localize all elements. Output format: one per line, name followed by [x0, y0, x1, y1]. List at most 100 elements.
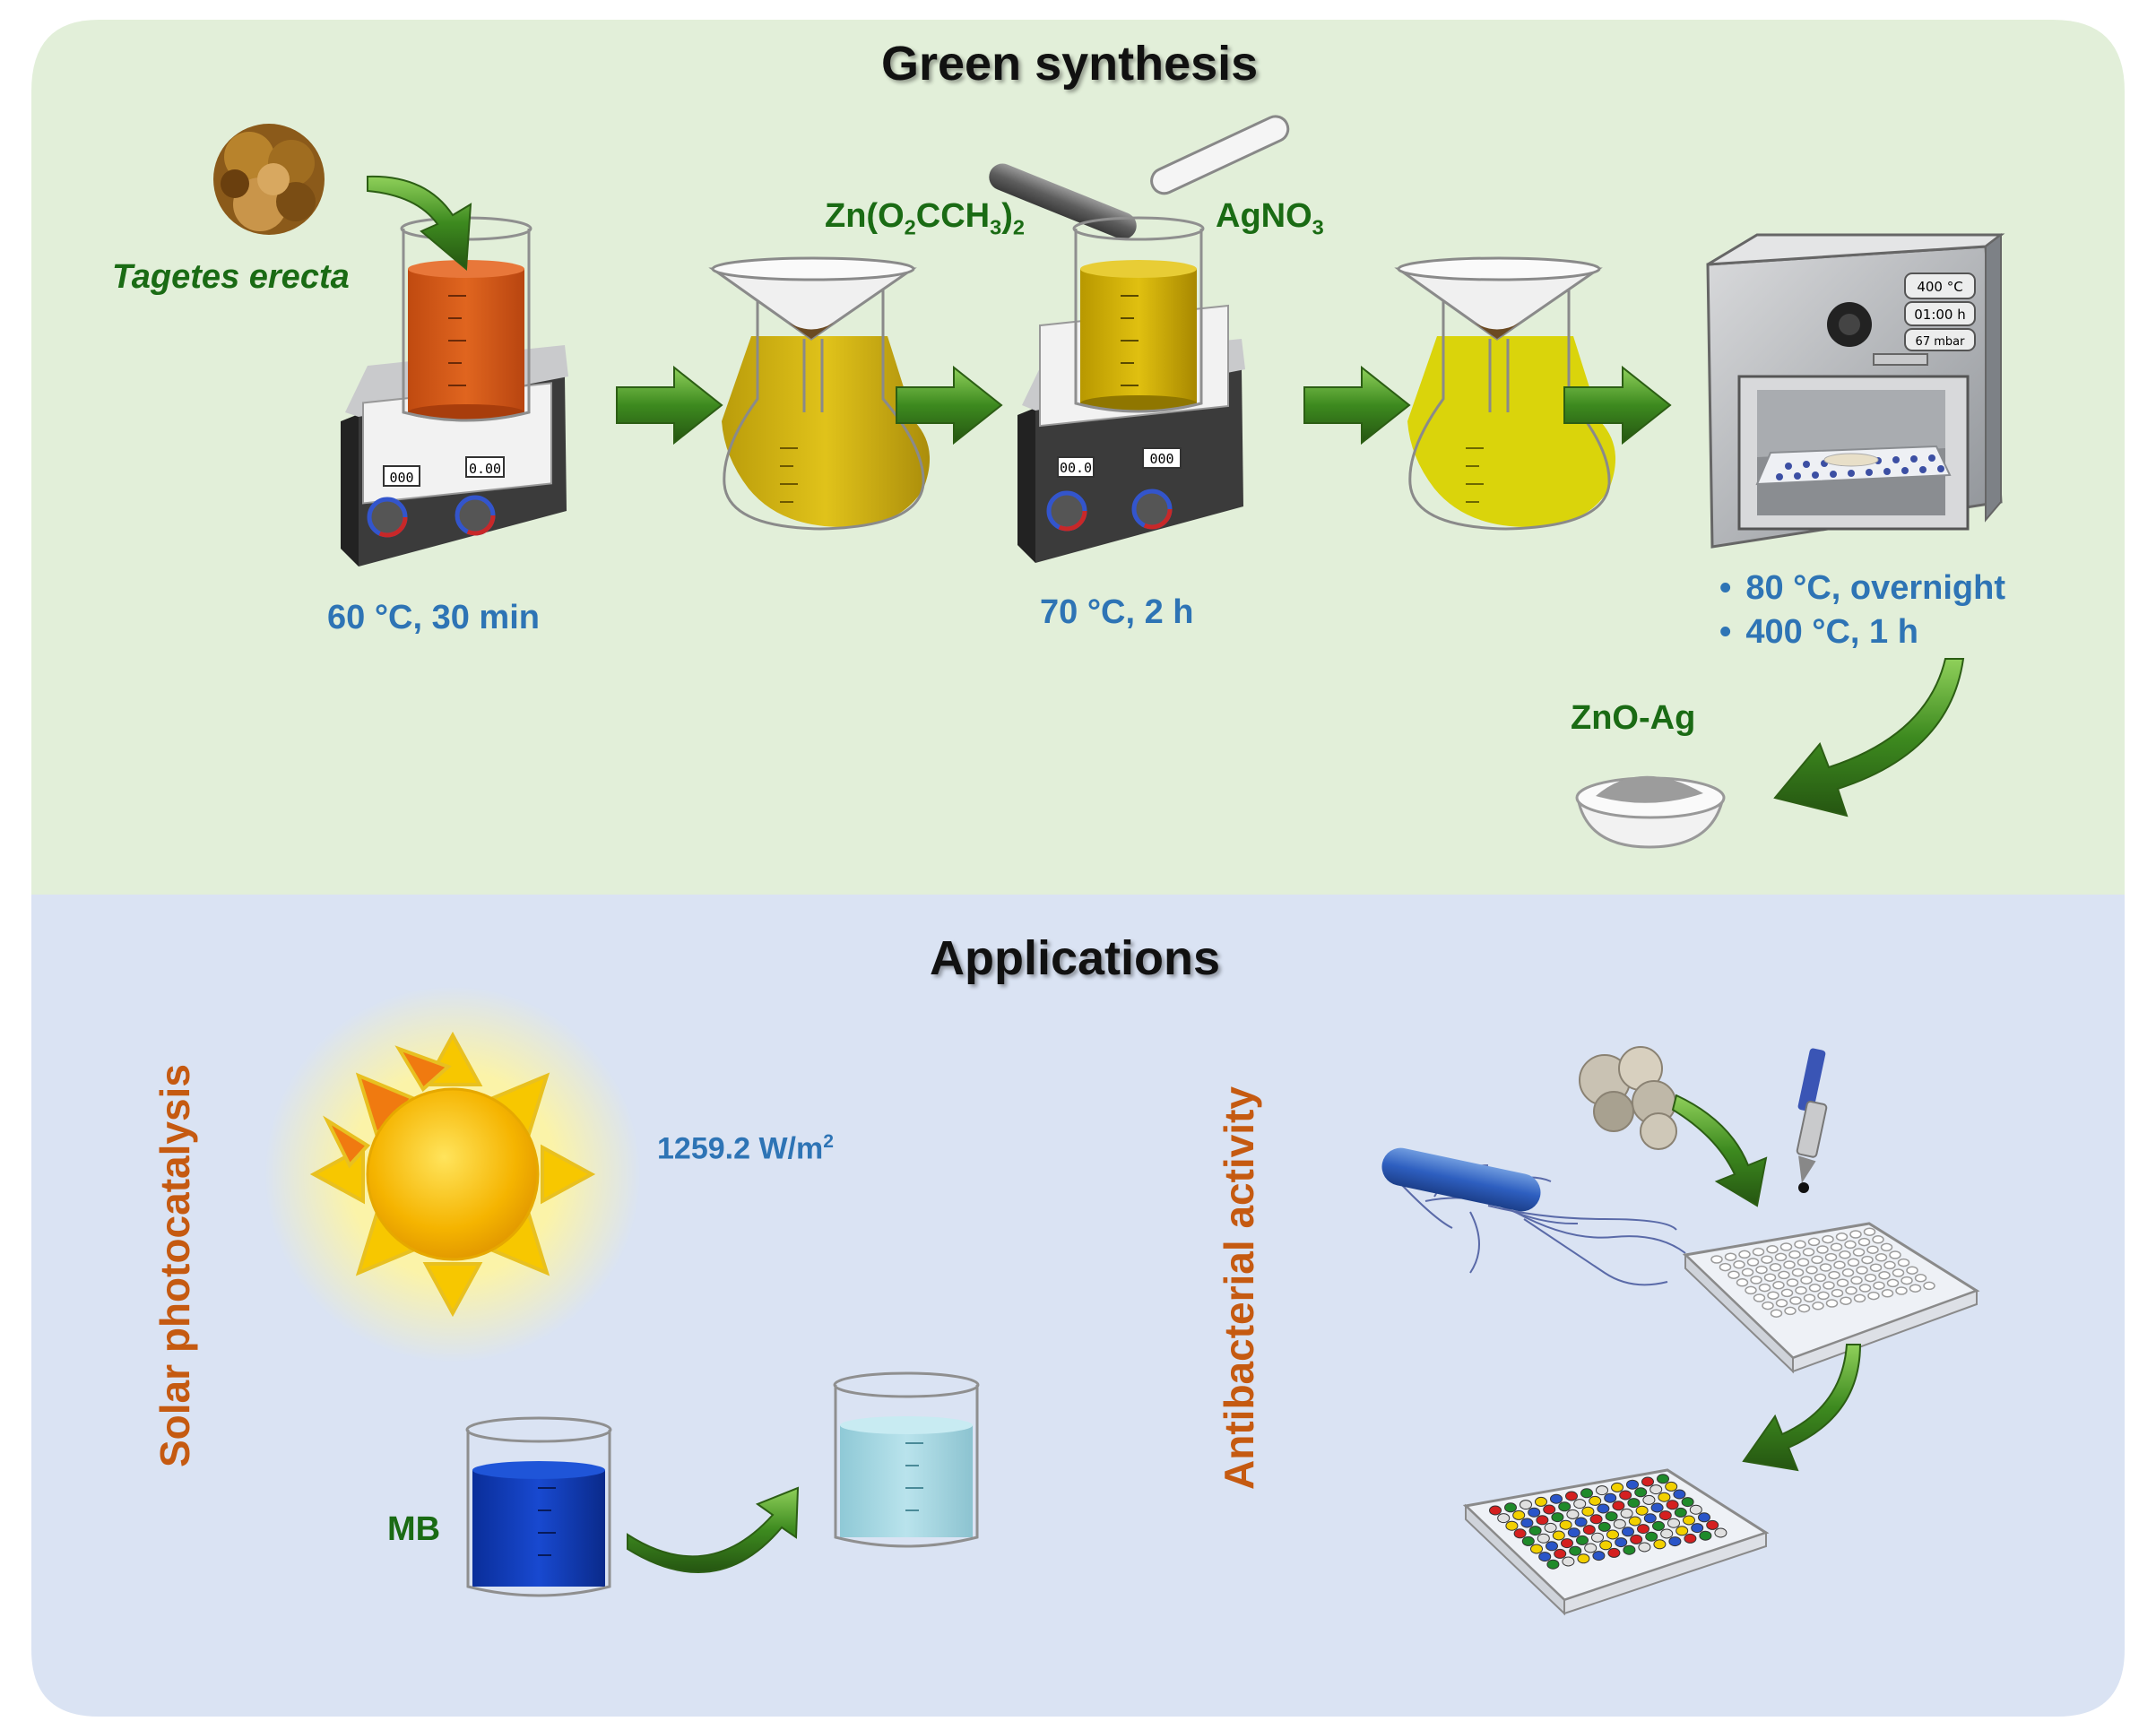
- well: [1883, 1260, 1896, 1270]
- well: [1497, 1513, 1511, 1524]
- well: [1808, 1284, 1822, 1293]
- well: [1805, 1266, 1818, 1275]
- well: [1914, 1274, 1927, 1283]
- well: [1544, 1522, 1557, 1533]
- well: [1835, 1233, 1849, 1241]
- well: [1567, 1527, 1580, 1538]
- well: [1520, 1518, 1534, 1528]
- well: [1622, 1527, 1634, 1537]
- well: [1889, 1250, 1901, 1259]
- well: [1628, 1516, 1641, 1527]
- well: [1753, 1293, 1766, 1302]
- beaker-degraded-dye: [833, 1371, 980, 1548]
- well: [1923, 1281, 1935, 1291]
- well: [1627, 1498, 1641, 1509]
- well: [1733, 1260, 1745, 1269]
- well: [1841, 1268, 1855, 1277]
- well: [1839, 1250, 1851, 1259]
- curved-arrow-degradation: [627, 1486, 800, 1573]
- well: [1607, 1547, 1621, 1558]
- well: [1489, 1505, 1502, 1516]
- well: [1535, 1496, 1547, 1507]
- well: [1551, 1512, 1564, 1523]
- well: [1873, 1281, 1885, 1290]
- well: [1643, 1513, 1657, 1524]
- well: [1589, 1495, 1602, 1506]
- well: [1901, 1276, 1913, 1285]
- well: [1623, 1544, 1636, 1555]
- well: [1794, 1240, 1806, 1249]
- well: [1604, 1492, 1617, 1503]
- well: [1714, 1527, 1727, 1538]
- well: [1869, 1263, 1883, 1272]
- well: [1766, 1245, 1779, 1254]
- well: [1878, 1271, 1891, 1280]
- well: [1612, 1501, 1625, 1511]
- arrow-2: [896, 365, 1003, 445]
- stirrer2-display-left: 00.0: [1060, 460, 1092, 476]
- photocatalysis-label: Solar photocatalysis: [152, 1064, 198, 1467]
- well: [1817, 1291, 1830, 1301]
- well: [1577, 1553, 1590, 1564]
- well: [1909, 1284, 1922, 1293]
- well: [1505, 1520, 1519, 1531]
- plant-label: Tagetes erecta: [112, 258, 350, 296]
- arrow-4: [1563, 365, 1672, 445]
- well: [1592, 1551, 1606, 1561]
- well: [1562, 1556, 1575, 1567]
- well: [1658, 1510, 1672, 1521]
- well: [1619, 1490, 1632, 1501]
- well: [1528, 1526, 1542, 1536]
- well: [1752, 1247, 1765, 1257]
- curved-arrow-to-product: [1773, 658, 1965, 817]
- well: [1741, 1267, 1754, 1277]
- well: [1769, 1263, 1782, 1272]
- step2-condition: 70 °C, 2 h: [1040, 593, 1194, 631]
- well: [1807, 1237, 1821, 1247]
- well: [1710, 1255, 1723, 1264]
- well: [1559, 1519, 1572, 1530]
- well: [1652, 1520, 1665, 1531]
- well: [1673, 1489, 1686, 1500]
- well: [1831, 1288, 1844, 1298]
- well: [1546, 1559, 1560, 1570]
- well: [1780, 1288, 1794, 1298]
- well: [1665, 1481, 1678, 1492]
- well: [1758, 1283, 1771, 1293]
- well: [1566, 1509, 1580, 1519]
- well: [1674, 1507, 1687, 1518]
- well: [1795, 1285, 1807, 1295]
- well: [1853, 1293, 1866, 1303]
- well: [1653, 1539, 1667, 1550]
- well: [1537, 1533, 1550, 1544]
- well-plate-results: [1462, 1468, 1770, 1616]
- well: [1866, 1245, 1879, 1254]
- funnel-flask-1: [708, 256, 931, 531]
- well: [1605, 1511, 1618, 1522]
- well: [1569, 1545, 1582, 1556]
- well: [1850, 1276, 1863, 1285]
- well: [1840, 1296, 1852, 1305]
- well: [1779, 1242, 1793, 1251]
- furnace-conditions: •80 °C, overnight •400 °C, 1 h: [1719, 569, 2005, 657]
- well: [1668, 1536, 1682, 1547]
- well: [1698, 1512, 1710, 1523]
- well: [1683, 1515, 1695, 1526]
- well: [1770, 1309, 1783, 1318]
- well: [1642, 1494, 1656, 1505]
- product-label: ZnO-Ag: [1571, 699, 1696, 737]
- well: [1660, 1528, 1674, 1539]
- well: [1666, 1500, 1679, 1510]
- beaker-yellow-mixture: [1072, 216, 1205, 413]
- well: [1803, 1293, 1816, 1302]
- well: [1863, 1227, 1876, 1236]
- well: [1772, 1281, 1785, 1290]
- beaker-methylene-blue: [465, 1416, 612, 1597]
- well: [1528, 1507, 1541, 1518]
- well: [1675, 1526, 1689, 1536]
- curved-arrow-to-wellplate: [1671, 1094, 1768, 1207]
- well: [1825, 1299, 1839, 1308]
- applications-title: Applications: [930, 931, 1221, 985]
- well: [1872, 1235, 1884, 1244]
- well: [1521, 1535, 1535, 1546]
